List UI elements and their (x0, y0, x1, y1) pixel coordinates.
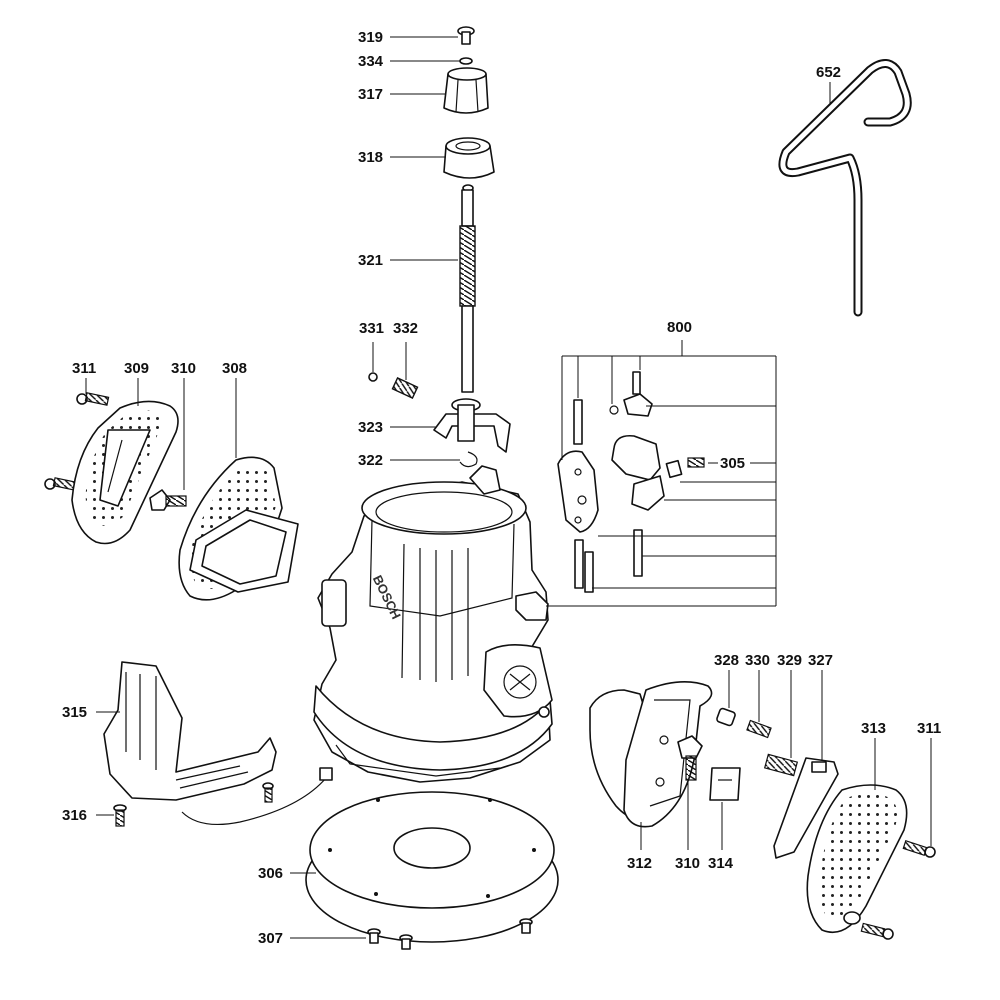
callout-322: 322 (358, 452, 383, 469)
part-330-spring (746, 719, 772, 739)
part-311-screw-right-lower (860, 922, 894, 940)
callout-327: 327 (808, 652, 833, 669)
callout-319: 319 (358, 29, 383, 46)
callout-332: 332 (393, 320, 418, 337)
part-311-screw-right-upper (902, 840, 936, 858)
part-310-bolt-right (677, 735, 703, 781)
callout-329: 329 (777, 652, 802, 669)
callout-305: 305 (720, 455, 745, 472)
callout-308: 308 (222, 360, 247, 377)
part-319-screw (457, 26, 475, 45)
callout-331: 331 (359, 320, 384, 337)
part-334-washer (459, 57, 473, 65)
callout-310-left: 310 (171, 360, 196, 377)
part-311-screw-left-lower (44, 477, 78, 491)
callout-311-left: 311 (72, 360, 96, 377)
callout-314: 314 (708, 855, 734, 872)
part-318-collar (443, 137, 495, 192)
part-328-lock-button (716, 707, 736, 727)
leader-lines (85, 36, 932, 939)
part-306-sub-base-plate (305, 791, 559, 943)
callout-330: 330 (745, 652, 770, 669)
part-329-spring (763, 753, 799, 777)
callout-321: 321 (358, 252, 383, 269)
callout-307: 307 (258, 930, 283, 947)
switch-wire (181, 767, 333, 825)
part-309-handle-shell-left (71, 400, 179, 545)
callout-labels: 319 334 317 318 321 331 332 323 322 652 … (62, 29, 941, 947)
callout-334: 334 (358, 53, 384, 70)
part-316-shroud-screw (113, 804, 127, 827)
callout-310-right: 310 (675, 855, 700, 872)
callout-315: 315 (62, 704, 87, 721)
part-321-threaded-rod (459, 189, 476, 393)
part-307-base-screws (367, 918, 533, 950)
part-314-switch-plate (709, 767, 741, 801)
part-800-depth-stop-kit (557, 371, 705, 593)
callout-312: 312 (627, 855, 652, 872)
shroud-screw-2 (262, 782, 274, 803)
router-base-housing (313, 465, 553, 783)
part-652-hex-key (778, 59, 912, 317)
callout-313: 313 (861, 720, 886, 737)
callout-316: 316 (62, 807, 87, 824)
callout-328: 328 (714, 652, 739, 669)
callout-317: 317 (358, 86, 383, 103)
callout-652: 652 (816, 64, 841, 81)
part-322-clip (459, 451, 478, 468)
part-310-bolt-left (149, 489, 187, 511)
callout-323: 323 (358, 419, 383, 436)
part-323-bracket (433, 398, 511, 453)
callout-318: 318 (358, 149, 383, 166)
part-332-spring (391, 376, 419, 400)
part-308-handle-grip-left (178, 456, 299, 601)
callout-306: 306 (258, 865, 283, 882)
part-327-trigger-lever (773, 757, 839, 859)
part-313-handle-grip-right (806, 784, 908, 934)
part-311-screw-left-upper (76, 392, 110, 406)
callout-311-right: 311 (917, 720, 941, 737)
part-315-dust-shroud (103, 661, 277, 801)
part-331-ball (368, 372, 378, 382)
part-317-nut (443, 67, 489, 114)
callout-800: 800 (667, 319, 692, 336)
callout-309: 309 (124, 360, 149, 377)
part-312-handle-right (589, 681, 713, 828)
